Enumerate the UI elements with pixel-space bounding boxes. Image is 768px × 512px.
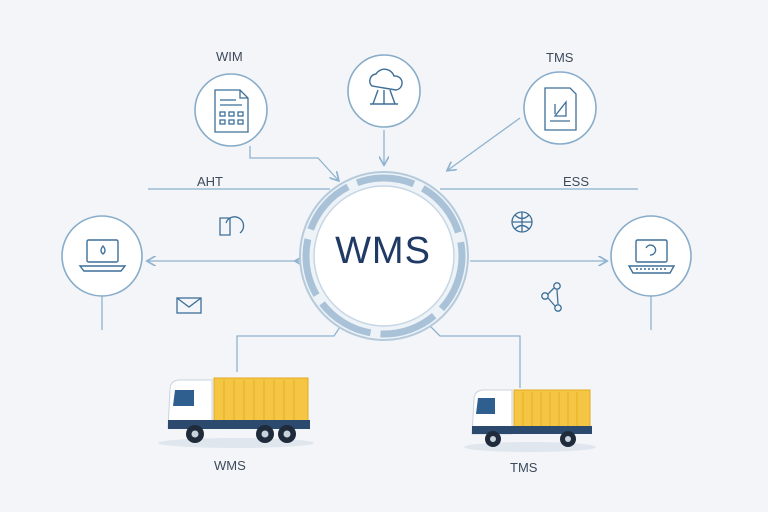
document-node[interactable] [194, 73, 268, 147]
globe-icon [511, 211, 533, 233]
right-bus-label: ESS [563, 174, 590, 189]
left-laptop-node[interactable] [61, 215, 143, 297]
shipping-document-icon [544, 87, 577, 131]
right-truck-label: TMS [510, 460, 538, 475]
cloud-network-icon [369, 68, 403, 105]
right-laptop-node[interactable] [610, 215, 692, 297]
right-truck[interactable] [464, 389, 596, 452]
connector-lines [101, 117, 652, 388]
wms-hub[interactable] [299, 171, 469, 341]
share-icon [541, 282, 562, 312]
document-clock-icon [219, 216, 245, 236]
cloud-node[interactable] [347, 54, 421, 128]
left-bus-label: AHT [197, 174, 223, 189]
hub-label: WMS [335, 230, 431, 272]
document-icon [214, 89, 249, 133]
laptop-icon [627, 239, 676, 274]
left-truck-label: WMS [214, 458, 246, 473]
laptop-icon [78, 239, 127, 272]
top-right-node-label: TMS [546, 50, 574, 65]
top-left-node-label: WIM [216, 49, 243, 64]
envelope-icon [176, 297, 202, 314]
shipping-document-node[interactable] [523, 71, 597, 145]
left-truck[interactable] [158, 377, 314, 448]
